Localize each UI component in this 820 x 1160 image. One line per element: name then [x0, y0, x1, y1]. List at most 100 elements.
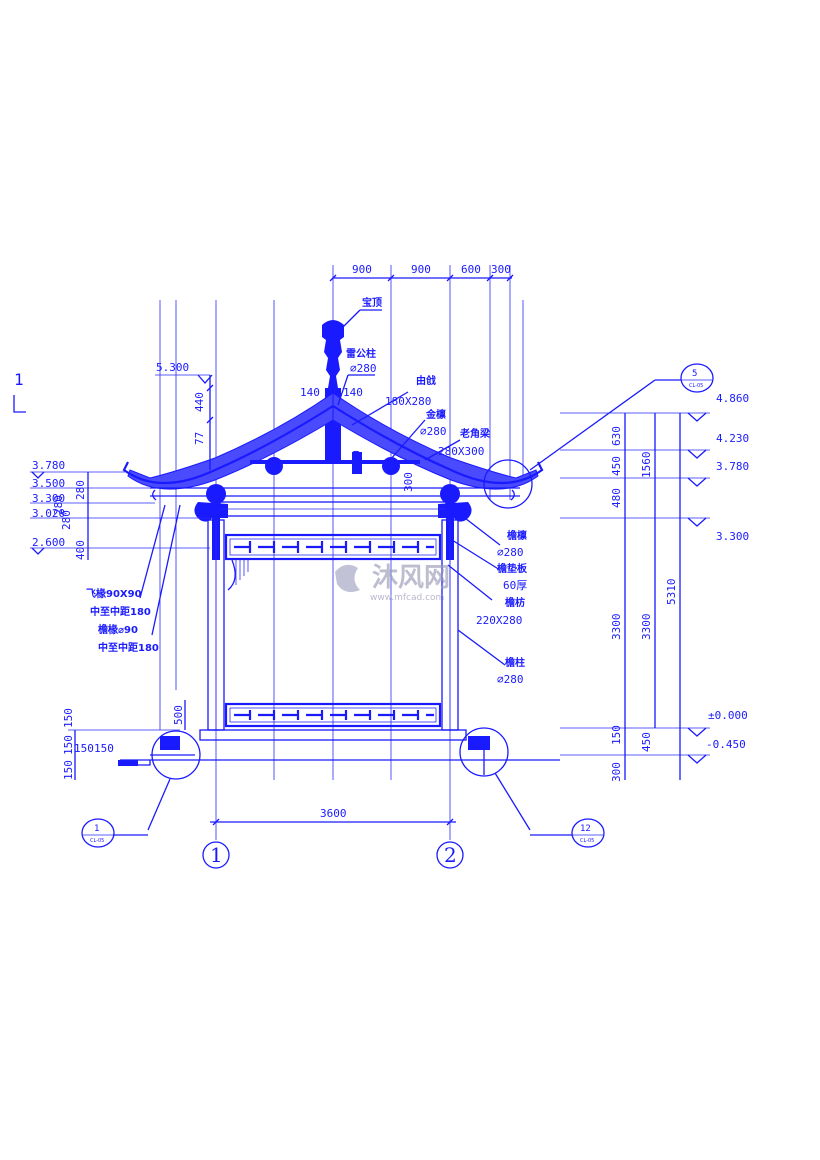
upper-lattice	[224, 533, 442, 591]
right-dim-300: 300	[610, 762, 623, 782]
top-dim-4: 300	[491, 263, 511, 276]
right-dim-480: 480	[610, 488, 623, 508]
top-dim-3: 600	[461, 263, 481, 276]
right-level-3: 3.780	[716, 460, 749, 473]
leaders	[139, 309, 506, 666]
top-dimension: 900 900 600 300	[329, 263, 514, 282]
label-yanzhu: 檐柱	[505, 656, 525, 669]
label-jinlin: 金檩	[425, 408, 446, 421]
lower-railing	[224, 702, 442, 728]
right-dim-450: 450	[610, 456, 623, 476]
left-dim-500: 500	[172, 705, 185, 725]
callout-bubble-12: 12 CL-05	[530, 818, 605, 848]
label-dianban-size: 60厚	[503, 579, 527, 592]
label-laojiaoliang: 老角梁	[459, 427, 491, 440]
bottom-dim: 3600	[320, 807, 347, 820]
label-yanlin-size: ⌀280	[497, 546, 524, 559]
top-dim-1: 900	[352, 263, 372, 276]
right-total-3300: 3300	[640, 614, 653, 641]
label-yanlin: 檐檩	[507, 529, 527, 542]
ridge-dims: 140 140 300 280	[300, 386, 415, 492]
right-level-4: 3.300	[716, 530, 749, 543]
ridge-dim-2: 140	[343, 386, 363, 399]
label-laojiaoliang-size: 280X300	[438, 445, 484, 458]
right-levels: 4.860 4.230 3.780 3.300 ±0.000 -0.450	[560, 392, 749, 764]
left-dim-150d: 150	[74, 742, 94, 755]
callout-1-num: 1	[94, 824, 99, 834]
left-dim-280a: 280	[74, 480, 87, 500]
watermark: 沐风网 www.mfcad.com	[335, 563, 450, 603]
callout-bubble-1: 1 CL-05	[81, 818, 148, 848]
axis-1: 1	[202, 841, 230, 869]
axis-2: 2	[436, 841, 464, 869]
left-dim-chain: 440 77 280 280 400 280 500 150 150 150 1…	[52, 375, 214, 780]
eave-beam	[219, 501, 447, 517]
annotations: 宝顶 雷公柱 ⌀280 由戗 180X280 金檩 ⌀280 老角梁 280X3…	[86, 296, 528, 686]
base-platform	[118, 729, 560, 775]
left-level-4: 3.300	[32, 492, 65, 505]
roof	[122, 392, 544, 501]
callout-bubble-5: 5 CL-05	[655, 363, 714, 393]
left-dim-150b: 150	[62, 735, 75, 755]
axis-1-label: 1	[210, 843, 223, 867]
label-yanzhu-size: ⌀280	[497, 673, 524, 686]
left-dim-440: 440	[193, 392, 206, 412]
sheet-mark: 1	[14, 370, 24, 389]
right-dim-chain: 630 450 480 3300 150 450 300 1560 3300 5…	[610, 413, 681, 782]
left-level-3: 3.500	[32, 477, 65, 490]
right-dim-3300: 3300	[610, 614, 623, 641]
callout-5-ref: CL-05	[689, 383, 703, 389]
detail-circles	[147, 379, 656, 831]
ridge-dim-280: 280	[350, 450, 363, 470]
right-dim-630: 630	[610, 426, 623, 446]
callout-12-ref: CL-05	[580, 838, 594, 844]
left-dim-280c: 280	[52, 495, 65, 515]
sheet-mark-bracket	[13, 395, 26, 413]
top-dim-2: 900	[411, 263, 431, 276]
watermark-logo-icon	[335, 564, 360, 592]
label-youxian-size: 180X280	[385, 395, 431, 408]
axis-2-label: 2	[444, 843, 457, 867]
left-dim-77: 77	[193, 432, 206, 445]
right-level-6: -0.450	[706, 738, 746, 751]
label-left-1: 飞椽90X90	[86, 587, 142, 600]
label-jinlin-size: ⌀280	[420, 425, 447, 438]
left-dim-150e: 150	[94, 742, 114, 755]
bottom-dimension: 3600	[210, 807, 456, 826]
right-dim-450c: 450	[640, 732, 653, 752]
ridge-dim-1: 140	[300, 386, 320, 399]
left-dim-150c: 150	[62, 760, 75, 780]
left-level-1: 5.300	[156, 361, 189, 374]
left-level-6: 2.600	[32, 536, 65, 549]
left-level-2: 3.780	[32, 459, 65, 472]
left-level-5: 3.020	[32, 507, 65, 520]
label-left-3: 檐椽⌀90	[98, 623, 138, 636]
watermark-url: www.mfcad.com	[370, 593, 444, 603]
left-dim-150a: 150	[62, 708, 75, 728]
label-youxian: 由戗	[416, 374, 436, 387]
label-left-2: 中至中距180	[90, 605, 151, 618]
right-dim-150: 150	[610, 725, 623, 745]
right-total-1560: 1560	[640, 452, 653, 479]
label-leigongzhu: 雷公柱	[346, 347, 376, 360]
finial	[322, 320, 344, 388]
right-level-1: 4.860	[716, 392, 749, 405]
label-baoding: 宝顶	[362, 296, 382, 309]
purlin-bosses	[206, 452, 460, 504]
ridge-dim-300: 300	[402, 472, 415, 492]
label-leigongzhu-size: ⌀280	[350, 362, 377, 375]
label-left-4: 中至中距180	[98, 641, 159, 654]
left-dim-280b: 280	[60, 510, 73, 530]
callout-1-ref: CL-05	[90, 838, 104, 844]
label-dianban: 檐垫板	[497, 562, 528, 575]
left-levels: 5.300 3.780 3.500 3.300 3.020 2.600	[30, 361, 213, 555]
left-dim-400: 400	[74, 540, 87, 560]
callout-5-num: 5	[692, 369, 697, 379]
label-yanfang: 檐枋	[505, 596, 525, 609]
right-level-2: 4.230	[716, 432, 749, 445]
right-level-5: ±0.000	[708, 709, 748, 722]
callout-12-num: 12	[580, 824, 591, 834]
right-total-5310: 5310	[665, 579, 678, 606]
watermark-text: 沐风网	[372, 563, 450, 593]
